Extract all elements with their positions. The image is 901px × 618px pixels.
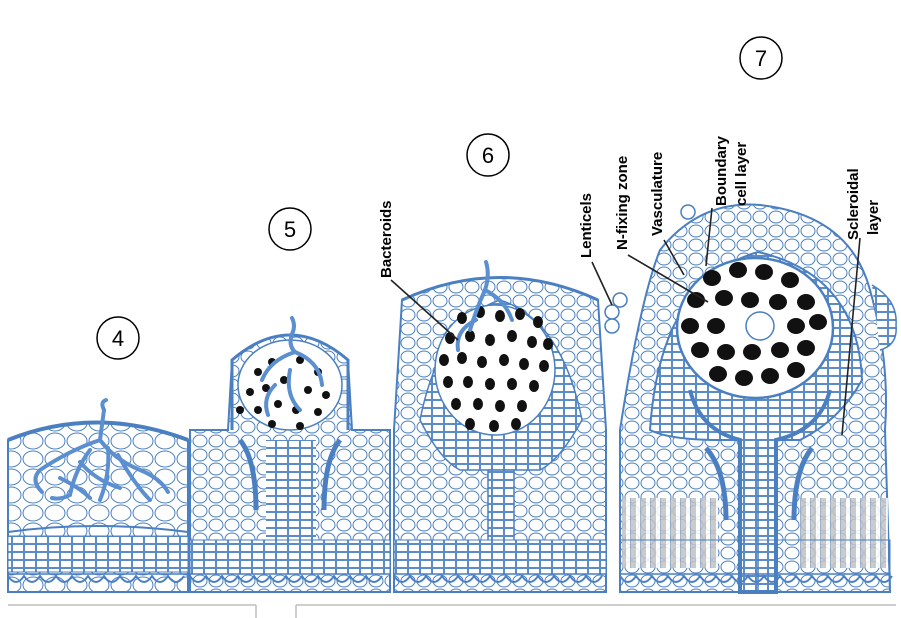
boundary-label-line2: cell layer [733, 142, 750, 206]
stage-4-number: 4 [112, 326, 124, 351]
bottom-frame-lines [8, 605, 896, 618]
stage-4-marker: 4 [97, 317, 139, 359]
lenticels-label: Lenticels [578, 193, 595, 258]
vasculature-label: Vasculature [649, 152, 666, 236]
stage-5-section [190, 318, 390, 592]
stage-4-section [8, 400, 188, 592]
stage-7-marker: 7 [740, 37, 782, 79]
stage-5-number: 5 [284, 217, 296, 242]
stage-5-marker: 5 [269, 208, 311, 250]
stage-6-number: 6 [482, 143, 494, 168]
stage-7-number: 7 [755, 46, 767, 71]
scleroidal-label-line2: layer [865, 200, 882, 235]
scleroidal-label-line1: Scleroidal [845, 168, 862, 240]
stage-7-section [605, 205, 896, 592]
n-fixing-zone-label: N-fixing zone [614, 156, 631, 250]
boundary-label-line1: Boundary [713, 135, 730, 206]
bacteroids-label: Bacteroids [378, 200, 395, 278]
stage-6-marker: 6 [467, 134, 509, 176]
